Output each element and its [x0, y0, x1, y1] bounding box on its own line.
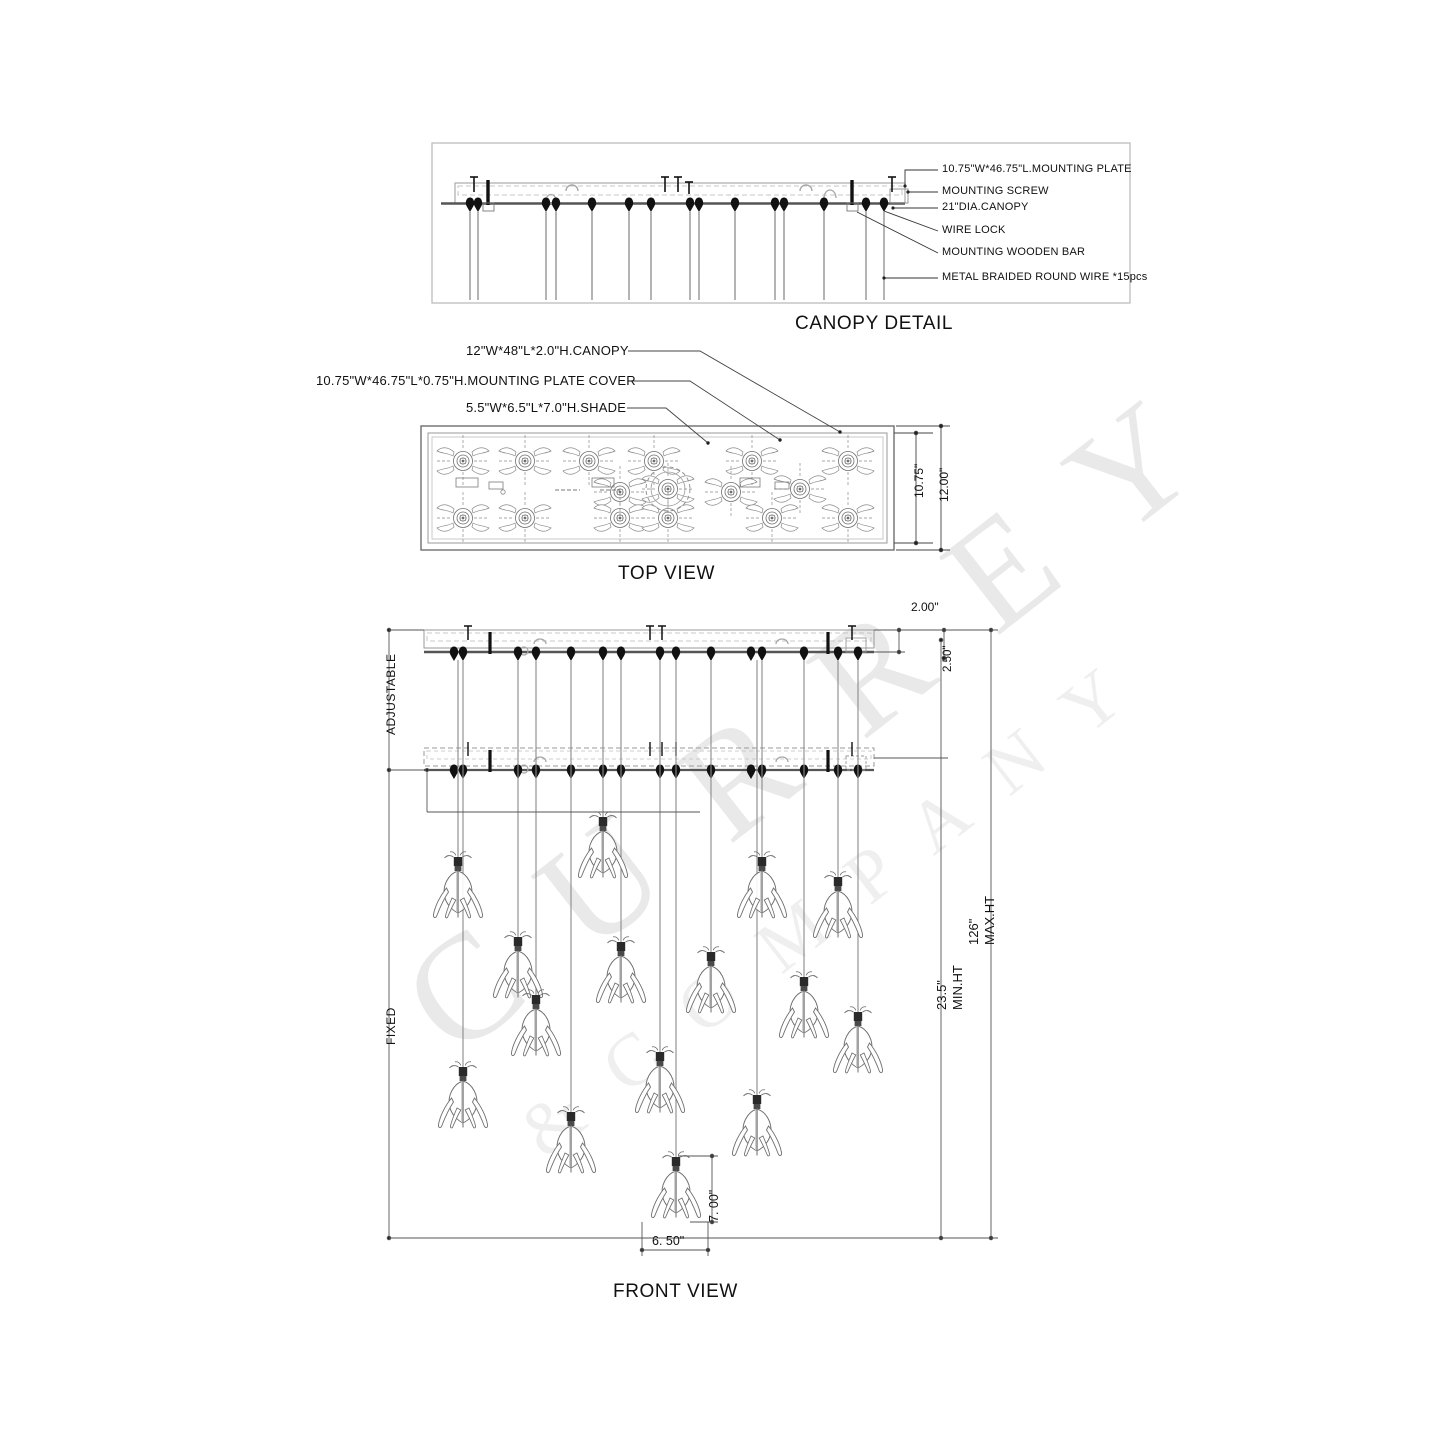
dim-2-50: 2.50" — [942, 645, 954, 672]
callout-braided-wire: METAL BRAIDED ROUND WIRE *15pcs — [942, 271, 1148, 283]
top-view-dimension-lines — [894, 423, 950, 553]
callout-mounting-screw: MOUNTING SCREW — [942, 185, 1049, 197]
callout-wooden-bar: MOUNTING WOODEN BAR — [942, 246, 1086, 258]
canopy-detail-title: CANOPY DETAIL — [795, 313, 954, 334]
top-view-title: TOP VIEW — [618, 563, 716, 584]
mounting-wooden-bars — [486, 180, 854, 205]
dim-12-00: 12.00" — [937, 467, 951, 502]
callout-canopy-size: 12"W*48"L*2.0"H.CANOPY — [466, 343, 629, 358]
front-upper-canopy — [423, 625, 875, 656]
dim-shade-height: 7. 00" — [707, 1189, 721, 1222]
pendant-drops — [432, 660, 884, 1219]
front-view-drawing — [386, 625, 998, 1256]
dim-2-00: 2.00" — [911, 600, 939, 614]
dim-shade-width: 6. 50" — [652, 1234, 685, 1248]
mounting-screws — [470, 176, 896, 194]
canopy-leaders — [856, 169, 939, 280]
dim-max-ht: 126" — [966, 918, 981, 945]
top-view-drawing — [420, 350, 950, 553]
label-adjustable: ADJUSTABLE — [384, 653, 398, 735]
canopy-wires — [465, 197, 889, 300]
dim-min-ht-label: MIN.HT — [950, 965, 965, 1010]
front-lower-canopy — [423, 742, 875, 774]
canopy-detail-frame — [431, 142, 1131, 304]
callout-mounting-plate: 10.75"W*46.75"L.MOUNTING PLATE — [942, 163, 1132, 175]
label-fixed: FIXED — [384, 1007, 398, 1045]
callout-canopy-dia: 21"DIA.CANOPY — [942, 201, 1029, 213]
front-left-dimension-lines — [386, 627, 700, 1241]
front-shade-dimension-lines — [639, 1153, 718, 1256]
dim-max-ht-label: MAX.HT — [982, 895, 997, 945]
dim-10-75: 10.75" — [912, 463, 926, 498]
callout-wire-lock: WIRE LOCK — [942, 224, 1006, 236]
callout-plate-cover: 10.75"W*46.75"L*0.75"H.MOUNTING PLATE CO… — [316, 373, 636, 388]
front-view-title: FRONT VIEW — [613, 1281, 738, 1302]
top-view-leaders — [627, 350, 842, 445]
dim-min-ht: 23.5" — [934, 980, 949, 1010]
callout-shade-size: 5.5"W*6.5"L*7.0"H.SHADE — [466, 400, 627, 415]
front-right-dimension-lines — [700, 627, 998, 1241]
canopy-detail-drawing — [431, 142, 1131, 304]
